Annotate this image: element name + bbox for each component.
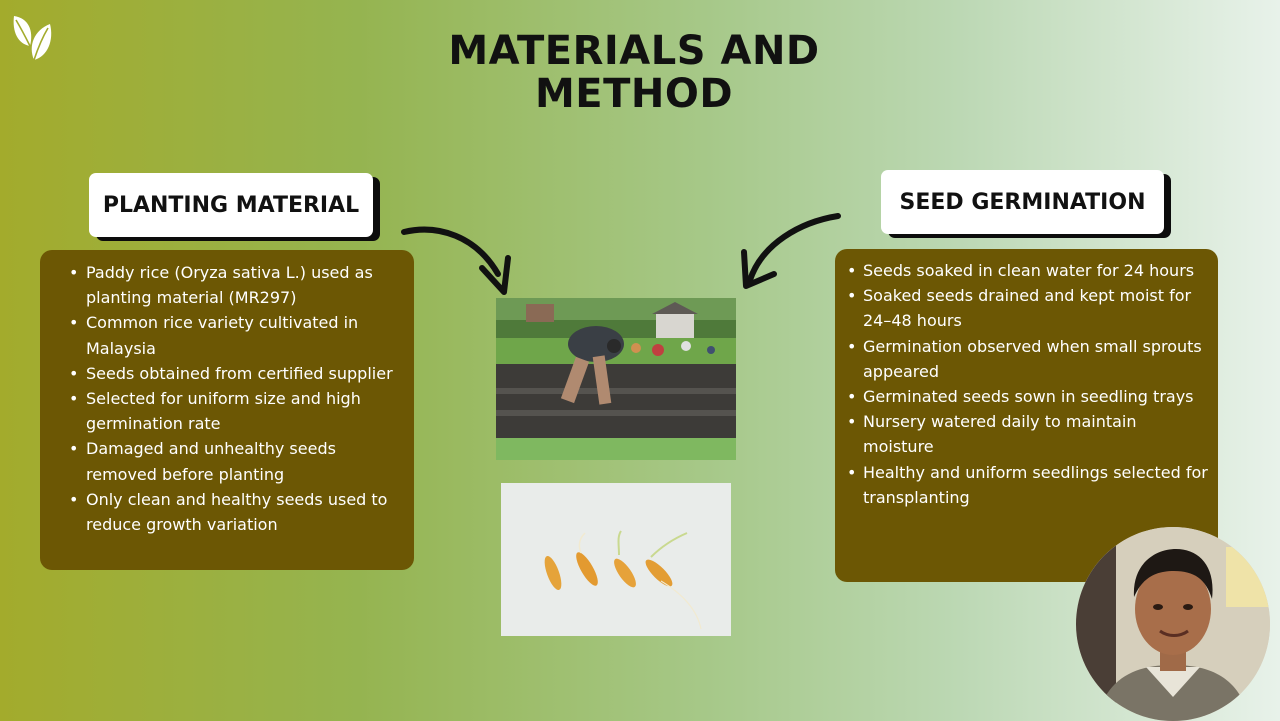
- list-item: Selected for uniform size and high germi…: [58, 386, 402, 436]
- list-item: Common rice variety cultivated in Malays…: [58, 310, 402, 360]
- list-item: Seeds soaked in clean water for 24 hours: [835, 258, 1208, 283]
- rice-field-photo: [496, 298, 736, 460]
- list-item: Soaked seeds drained and kept moist for …: [835, 283, 1208, 333]
- presenter-avatar: [1076, 527, 1270, 721]
- list-item: Germinated seeds sown in seedling trays: [835, 384, 1208, 409]
- list-item: Only clean and healthy seeds used to red…: [58, 487, 402, 537]
- list-item: Nursery watered daily to maintain moistu…: [835, 409, 1208, 459]
- list-item: Healthy and uniform seedlings selected f…: [835, 460, 1208, 510]
- seed-germination-heading: SEED GERMINATION: [881, 170, 1164, 234]
- curved-arrow-right-icon: [741, 213, 841, 289]
- planting-material-panel: Paddy rice (Oryza sativa L.) used as pla…: [40, 250, 414, 570]
- list-item: Damaged and unhealthy seeds removed befo…: [58, 436, 402, 486]
- slide-title: MATERIALS AND METHOD: [0, 30, 1268, 116]
- curved-arrow-left-icon: [401, 226, 511, 295]
- seed-germination-panel: Seeds soaked in clean water for 24 hours…: [835, 249, 1218, 582]
- slide-title-line2: METHOD: [534, 71, 734, 117]
- list-item: Seeds obtained from certified supplier: [58, 361, 402, 386]
- list-item: Germination observed when small sprouts …: [835, 334, 1208, 384]
- planting-material-heading: PLANTING MATERIAL: [89, 173, 373, 237]
- list-item: Paddy rice (Oryza sativa L.) used as pla…: [58, 260, 402, 310]
- slide-title-line1: MATERIALS AND: [448, 28, 820, 74]
- germinated-seeds-photo: [501, 483, 731, 636]
- leaf-logo-icon: [13, 16, 52, 61]
